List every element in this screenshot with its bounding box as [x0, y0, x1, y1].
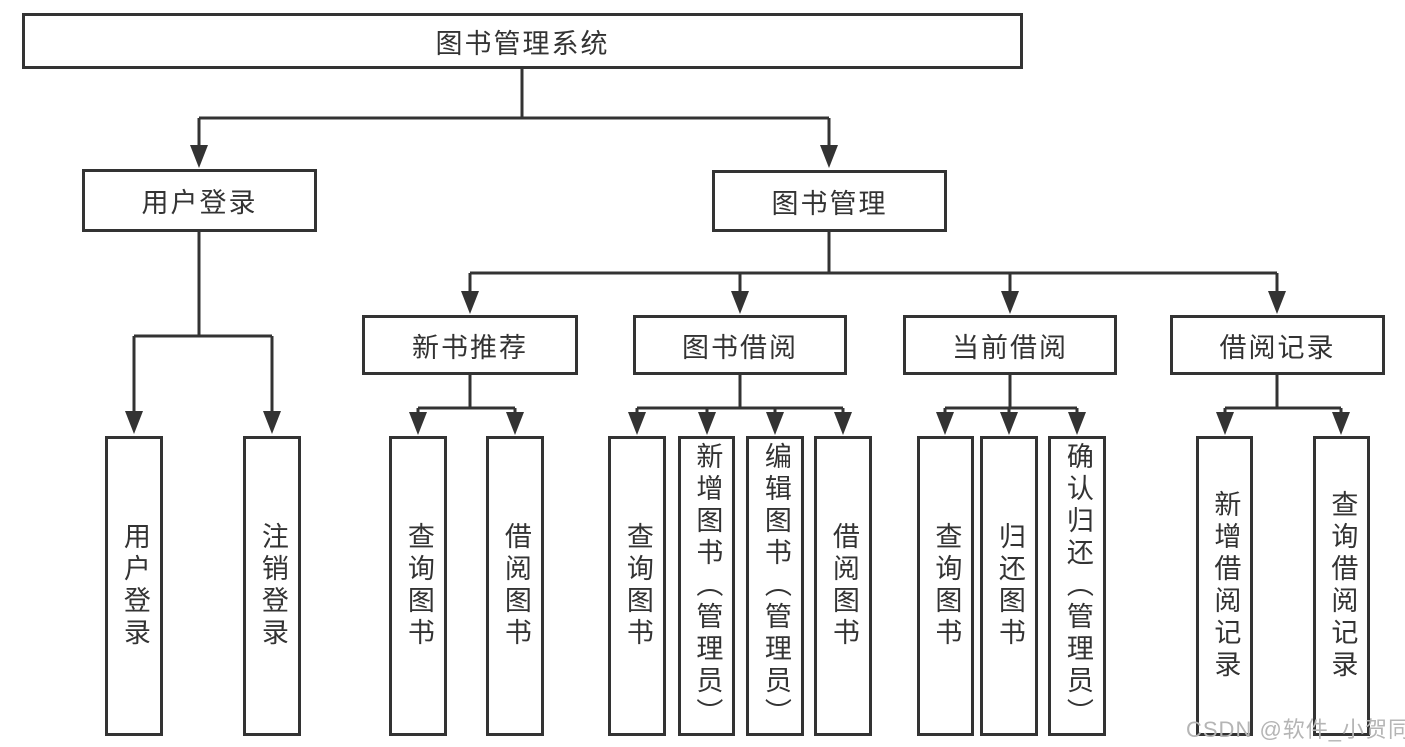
leaf-cb-query-books-label: 查询图书 — [931, 522, 962, 650]
leaf-bb-query-books: 查询图书 — [608, 436, 666, 736]
node-book-mgmt-group: 图书管理 — [712, 170, 947, 232]
connector-current-borrow — [943, 375, 1079, 414]
arrow-down-icon — [409, 412, 427, 435]
leaf-logout-label: 注销登录 — [257, 522, 288, 650]
leaf-bb-edit-books-admin: 编辑图书（管理员） — [746, 436, 804, 736]
connector-user-login — [132, 232, 274, 412]
leaf-cb-confirm-return-admin: 确认归还（管理员） — [1048, 436, 1106, 736]
arrow-down-icon — [1216, 412, 1234, 435]
leaf-logout: 注销登录 — [243, 436, 301, 736]
arrow-down-icon — [190, 145, 208, 168]
node-borrow-records: 借阅记录 — [1170, 315, 1385, 375]
node-user-login-group: 用户登录 — [82, 169, 317, 232]
leaf-user-login: 用户登录 — [105, 436, 163, 736]
leaf-bb-add-books-admin: 新增图书（管理员） — [678, 436, 735, 736]
node-user-login-group-label: 用户登录 — [141, 188, 258, 218]
leaf-rec-query-books-label: 查询图书 — [403, 522, 434, 650]
leaf-rec-query-books: 查询图书 — [389, 436, 447, 736]
node-new-book-rec: 新书推荐 — [362, 315, 578, 375]
node-book-borrow: 图书借阅 — [633, 315, 847, 375]
node-book-borrow-label: 图书借阅 — [682, 332, 798, 363]
leaf-cb-return-books: 归还图书 — [980, 436, 1038, 736]
arrow-down-icon — [1001, 291, 1019, 314]
arrow-down-icon — [1268, 291, 1286, 314]
connector-root — [197, 69, 831, 147]
arrow-down-icon — [731, 291, 749, 314]
leaf-br-add-record: 新增借阅记录 — [1196, 436, 1253, 736]
leaf-bb-borrow-books: 借阅图书 — [814, 436, 872, 736]
leaf-bb-borrow-books-label: 借阅图书 — [828, 522, 859, 650]
leaf-rec-borrow-books-label: 借阅图书 — [500, 522, 531, 650]
leaf-br-query-record-label: 查询借阅记录 — [1327, 490, 1358, 682]
leaf-br-add-record-label: 新增借阅记录 — [1210, 490, 1241, 682]
arrow-down-icon — [766, 412, 784, 435]
leaf-cb-query-books: 查询图书 — [917, 436, 974, 736]
arrow-down-icon — [834, 412, 852, 435]
leaf-user-login-label: 用户登录 — [119, 522, 150, 650]
leaf-bb-add-books-admin-label: 新增图书（管理员） — [692, 442, 723, 730]
arrow-down-icon — [820, 145, 838, 168]
node-new-book-rec-label: 新书推荐 — [412, 332, 528, 363]
arrow-down-icon — [1068, 412, 1086, 435]
node-borrow-records-label: 借阅记录 — [1219, 332, 1336, 363]
leaf-cb-confirm-return-admin-label: 确认归还（管理员） — [1062, 442, 1093, 730]
arrow-down-icon — [1332, 412, 1350, 435]
arrow-down-icon — [125, 411, 143, 434]
leaf-rec-borrow-books: 借阅图书 — [486, 436, 544, 736]
leaf-bb-query-books-label: 查询图书 — [622, 522, 653, 650]
connector-borrow-records — [1223, 375, 1343, 414]
node-current-borrow: 当前借阅 — [903, 315, 1117, 375]
node-book-mgmt-group-label: 图书管理 — [771, 188, 888, 219]
arrow-down-icon — [698, 412, 716, 435]
node-root: 图书管理系统 — [22, 13, 1023, 69]
leaf-cb-return-books-label: 归还图书 — [994, 522, 1025, 650]
connector-book-borrow — [635, 375, 845, 414]
node-root-label: 图书管理系统 — [435, 28, 610, 59]
arrow-down-icon — [628, 412, 646, 435]
arrow-down-icon — [936, 412, 954, 435]
arrow-down-icon — [263, 411, 281, 434]
connector-book-mgmt — [468, 232, 1279, 293]
arrow-down-icon — [461, 291, 479, 314]
arrow-down-icon — [506, 412, 524, 435]
node-current-borrow-label: 当前借阅 — [952, 332, 1068, 363]
connector-new-book-rec — [416, 375, 517, 414]
watermark: CSDN @软件_小贺同学 — [1186, 717, 1405, 742]
leaf-bb-edit-books-admin-label: 编辑图书（管理员） — [760, 442, 791, 730]
leaf-br-query-record: 查询借阅记录 — [1313, 436, 1370, 736]
arrow-down-icon — [1000, 412, 1018, 435]
